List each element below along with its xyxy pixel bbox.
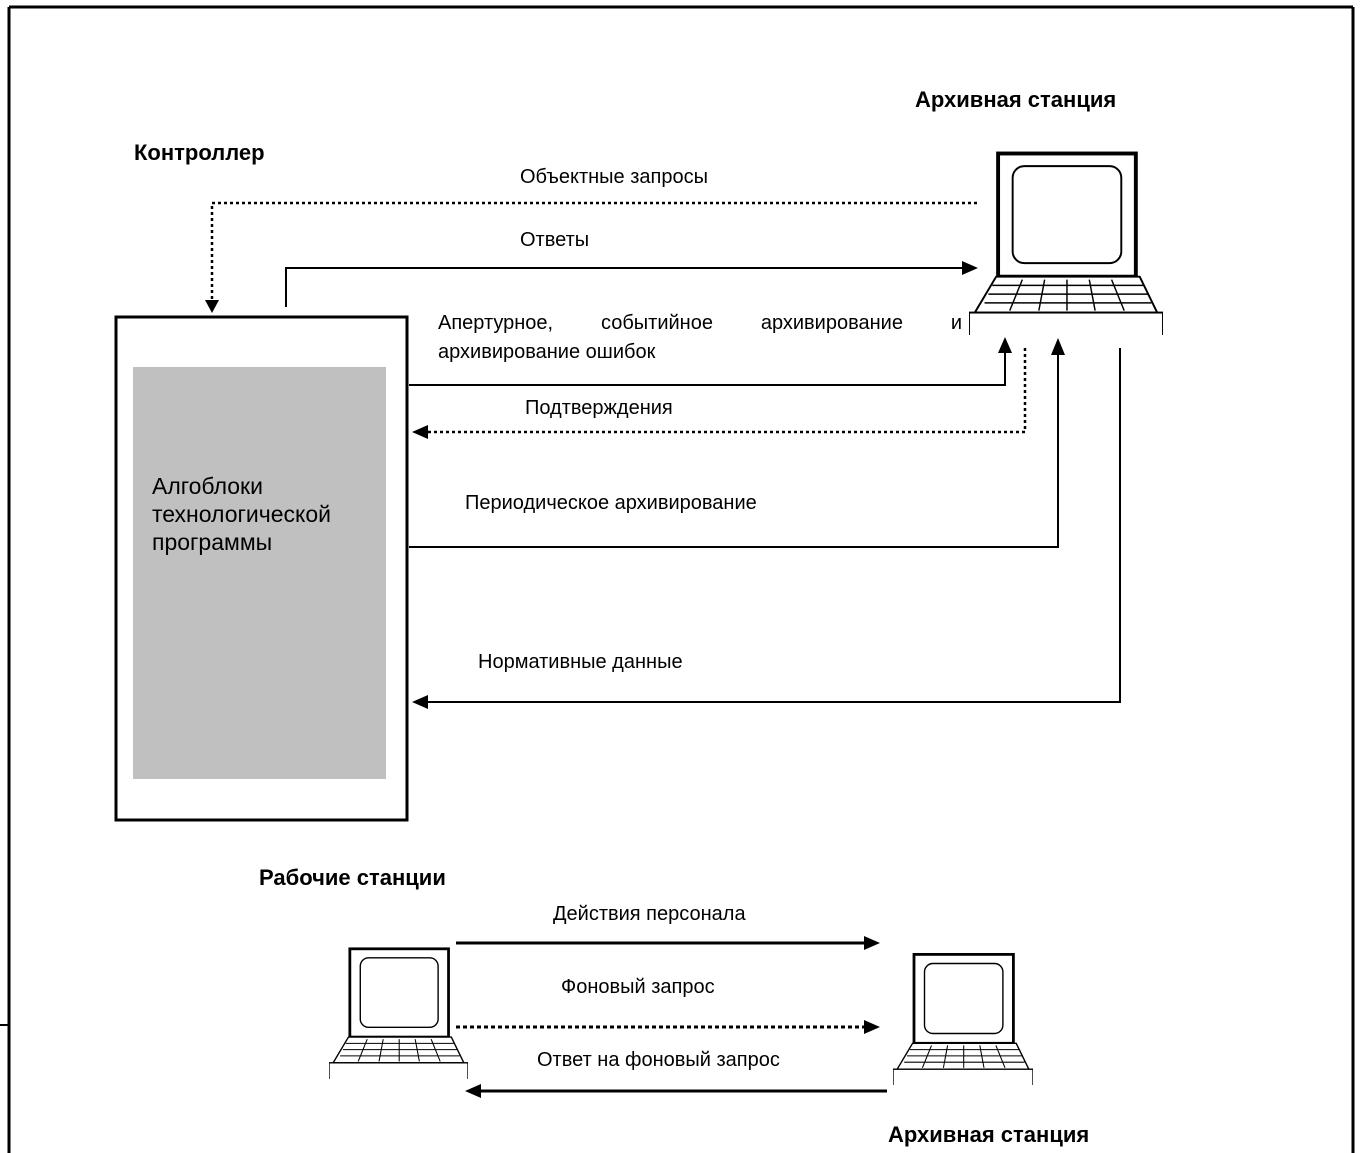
edge-normative-data — [412, 348, 1121, 709]
edge-aperture-archiving — [409, 337, 1012, 386]
edge-responses — [285, 261, 978, 307]
archive-station-top-title: Архивная станция — [915, 87, 1117, 112]
label-personnel-actions: Действия персонала — [553, 903, 746, 925]
workstations-title: Рабочие станции — [259, 865, 446, 890]
archive-station-bottom-title: Архивная станция — [888, 1122, 1090, 1147]
edge-confirmations — [412, 348, 1027, 439]
edge-periodic-archiving — [409, 338, 1065, 548]
controller-title: Контроллер — [134, 140, 265, 165]
computer-icon-archive-top — [969, 153, 1163, 345]
edge-personnel-actions — [456, 936, 880, 950]
edge-background-request — [456, 1020, 880, 1034]
algoblocks-block — [133, 367, 386, 779]
computer-icon-workstation — [329, 947, 468, 1079]
label-responses: Ответы — [520, 229, 590, 251]
label-background-request: Фоновый запрос — [561, 976, 715, 998]
label-normative-data: Нормативные данные — [478, 651, 683, 673]
computer-icon-archive-bottom — [893, 952, 1033, 1085]
outer-frame — [0, 5, 1355, 1153]
label-aperture-archiving: Апертурное, событийное архивирование и а… — [438, 312, 962, 363]
edge-background-response — [465, 1084, 887, 1098]
edge-object-requests — [205, 201, 977, 313]
label-confirmations: Подтверждения — [525, 397, 673, 419]
label-background-response: Ответ на фоновый запрос — [537, 1049, 780, 1071]
algoblocks-label: Алгоблоки технологической программы — [152, 473, 331, 555]
label-periodic-archiving: Периодическое архивирование — [465, 492, 757, 514]
label-object-requests: Объектные запросы — [520, 166, 708, 188]
